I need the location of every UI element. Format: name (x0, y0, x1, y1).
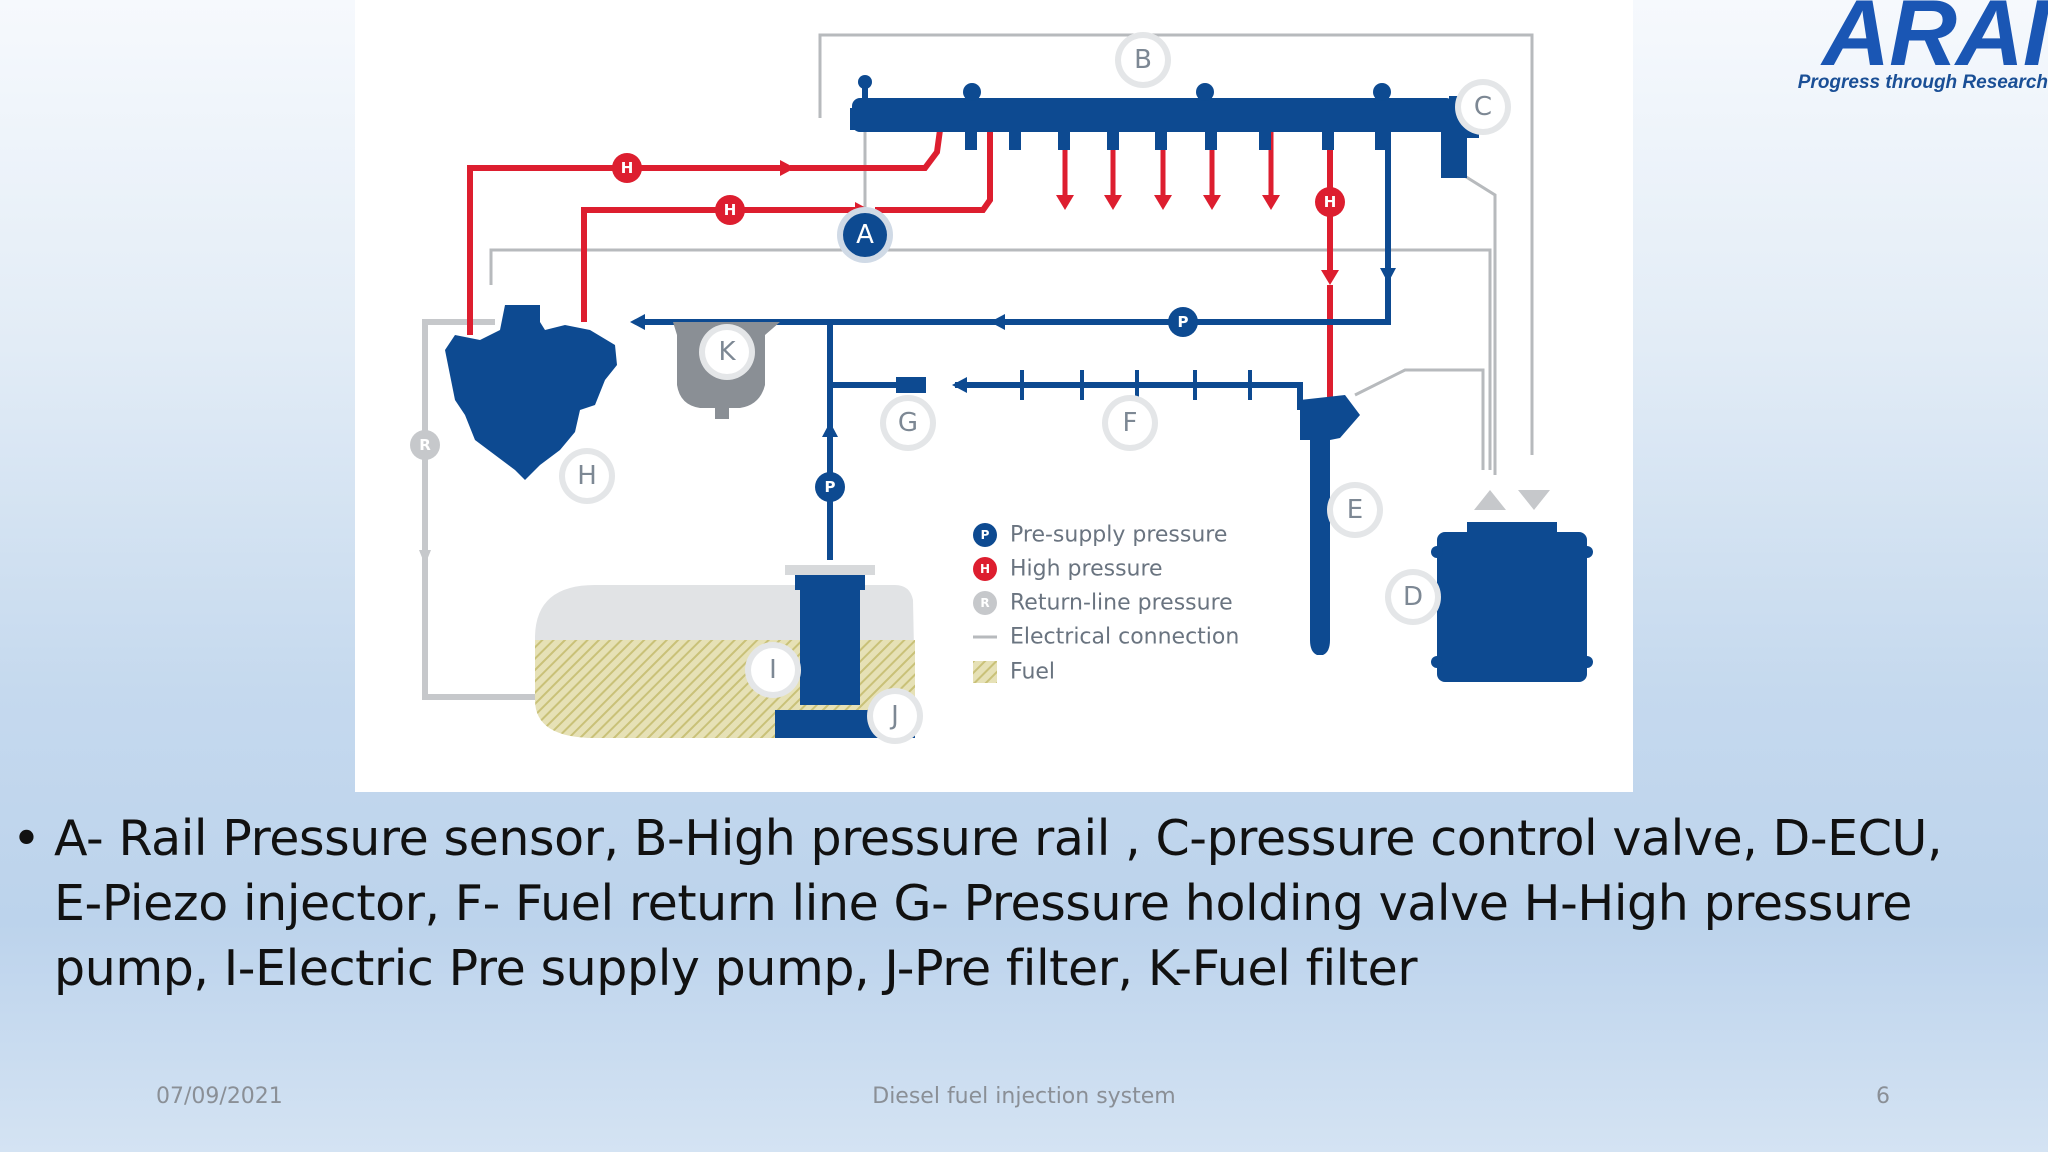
diagram-canvas: R (410, 32, 1593, 744)
callout-c: C (1455, 79, 1511, 135)
ecu (1431, 522, 1593, 682)
svg-text:R: R (980, 596, 989, 610)
ecu-signal-up (1474, 490, 1506, 510)
svg-text:D: D (1403, 582, 1423, 612)
bullet-marker: • (12, 810, 41, 867)
return-line (419, 319, 535, 700)
svg-text:Fuel: Fuel (1010, 660, 1055, 685)
callout-d: D (1385, 569, 1441, 625)
callout-a: A (837, 207, 893, 263)
callout-j: J (867, 688, 923, 744)
svg-text:I: I (769, 655, 777, 685)
ecu-signal-down (1518, 490, 1550, 510)
high-badge-3-label: H (1324, 193, 1337, 211)
high-pressure-rail (850, 75, 1454, 150)
rail-outlet-arrowheads (1056, 195, 1339, 285)
svg-text:High pressure: High pressure (1010, 557, 1163, 582)
component-list-text: A- Rail Pressure sensor, B-High pressure… (54, 810, 1943, 997)
return-pressure-badge (410, 430, 440, 460)
callout-k: K (699, 324, 755, 380)
high-pressure-badge-2 (715, 195, 745, 225)
pre-supply-badge-2 (1168, 307, 1198, 337)
svg-text:C: C (1474, 92, 1492, 122)
svg-text:H: H (980, 562, 990, 576)
rail-outlet-arrows (1062, 130, 1274, 195)
high-badge-2-label: H (724, 201, 737, 219)
legend-return: R Return-line pressure (973, 591, 1233, 616)
high-pressure-badge-3 (1315, 187, 1345, 217)
fuel-system-diagram: R (355, 0, 1633, 792)
svg-text:Electrical connection: Electrical connection (1010, 625, 1239, 650)
callout-f: F (1102, 395, 1158, 451)
holding-valve-body (896, 377, 926, 393)
arai-logo: ARAI Progress through Research (1788, 0, 2048, 100)
high-pressure-badge-1 (612, 153, 642, 183)
pre-badge-2-label: P (1178, 313, 1189, 331)
legend-pre-supply: P Pre-supply pressure (973, 523, 1227, 548)
callouts: A B C D E F G H I J K (559, 32, 1511, 744)
footer-title: Diesel fuel injection system (872, 1084, 1176, 1109)
svg-text:B: B (1134, 45, 1152, 75)
pre-badge-1-label: P (825, 478, 836, 496)
footer-date: 07/09/2021 (156, 1084, 283, 1109)
legend: P Pre-supply pressure H High pressure R … (973, 523, 1239, 685)
electrical-lines (489, 33, 1534, 475)
callout-i: I (745, 642, 801, 698)
svg-text:P: P (981, 528, 990, 542)
svg-text:H: H (577, 461, 597, 491)
svg-text:Pre-supply pressure: Pre-supply pressure (1010, 523, 1227, 548)
svg-text:Return-line pressure: Return-line pressure (1010, 591, 1233, 616)
piezo-injector (1300, 395, 1360, 655)
legend-electrical: Electrical connection (973, 625, 1239, 650)
callout-g: G (880, 395, 936, 451)
pre-supply-badge-1 (815, 472, 845, 502)
logo-tagline: Progress through Research (1797, 72, 2048, 93)
svg-text:K: K (718, 337, 736, 367)
return-line-ticks (1020, 370, 1252, 400)
logo-wordmark: ARAI (1822, 0, 2048, 85)
high-pressure-pump (445, 305, 617, 480)
callout-b: B (1115, 32, 1171, 88)
svg-text:F: F (1123, 408, 1138, 438)
svg-text:G: G (898, 408, 918, 438)
callout-h: H (559, 448, 615, 504)
legend-high: H High pressure (973, 557, 1163, 582)
slide-number: 6 (1876, 1084, 1890, 1109)
tank-flange (785, 565, 875, 575)
legend-fuel: Fuel (973, 660, 1055, 685)
svg-text:E: E (1347, 495, 1363, 525)
high-badge-1-label: H (621, 159, 634, 177)
callout-e: E (1327, 482, 1383, 538)
svg-text:J: J (889, 701, 899, 731)
return-badge-label: R (419, 436, 431, 454)
svg-text:A: A (856, 220, 874, 250)
